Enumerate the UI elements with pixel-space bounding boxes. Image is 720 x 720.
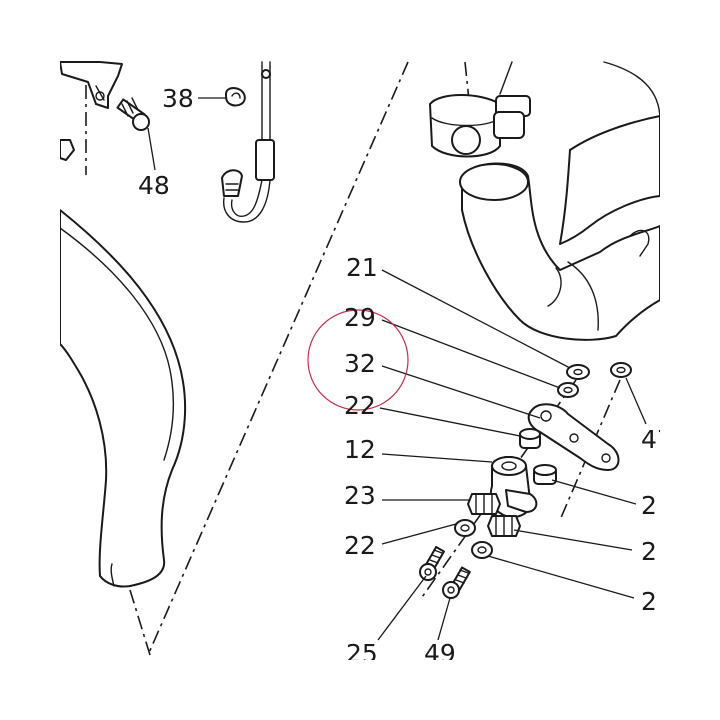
callout-2-lower: 2 — [641, 587, 657, 616]
leader-lines — [147, 97, 647, 641]
nut-23-upper — [467, 493, 501, 515]
leader-48 — [147, 127, 156, 171]
assembly-guide-line-hardware — [419, 379, 577, 601]
bolt-48 — [116, 97, 150, 131]
washer-21 — [566, 364, 590, 380]
leader-2-middle — [513, 529, 633, 551]
leader-49 — [437, 597, 451, 641]
crop-mask-left — [0, 0, 60, 720]
leader-12 — [381, 453, 493, 463]
highlight-circle — [307, 309, 409, 411]
crop-mask-bottom — [0, 660, 720, 720]
exhaust-pipe-left — [59, 209, 187, 588]
exhaust-header-pipe — [459, 61, 661, 341]
callout-23: 23 — [344, 481, 376, 510]
leader-29 — [381, 319, 561, 389]
sensor-cable — [221, 61, 275, 223]
leader-2-upper — [551, 479, 637, 505]
callout-21: 21 — [346, 253, 378, 282]
leader-47 — [625, 377, 647, 425]
clip-38 — [225, 87, 246, 107]
leader-25 — [377, 575, 427, 641]
leader-21 — [381, 269, 571, 369]
crop-mask-right — [660, 0, 720, 720]
bolt-49 — [442, 566, 471, 599]
crop-mask-top — [0, 0, 720, 60]
callout-22-lower: 22 — [344, 531, 376, 560]
leader-32 — [381, 365, 541, 419]
bolt-25 — [419, 545, 445, 581]
mounting-bracket-fragment — [59, 61, 123, 161]
callout-32: 32 — [344, 349, 376, 378]
spacer-2-upper — [533, 464, 557, 485]
washer-22-lower — [454, 519, 476, 537]
callout-38: 38 — [162, 84, 194, 113]
washer-2-lower — [471, 541, 493, 559]
washer-29 — [557, 382, 579, 398]
leader-2-lower — [487, 555, 635, 599]
assembly-guide-line-tail — [129, 589, 151, 656]
callout-2-upper: 2 — [641, 491, 657, 520]
leader-22-lower — [381, 523, 457, 545]
callout-29: 29 — [344, 303, 376, 332]
callout-2-middle: 2 — [641, 537, 657, 566]
callout-48: 48 — [138, 171, 170, 200]
washer-47 — [610, 362, 632, 378]
callout-12: 12 — [344, 435, 376, 464]
spacer-22-upper — [519, 428, 541, 449]
nut-23-lower — [487, 515, 521, 537]
leader-22-upper — [379, 407, 521, 437]
callout-22-upper: 22 — [344, 391, 376, 420]
hose-clamp — [429, 61, 531, 158]
hanger-bracket-32 — [527, 403, 620, 471]
